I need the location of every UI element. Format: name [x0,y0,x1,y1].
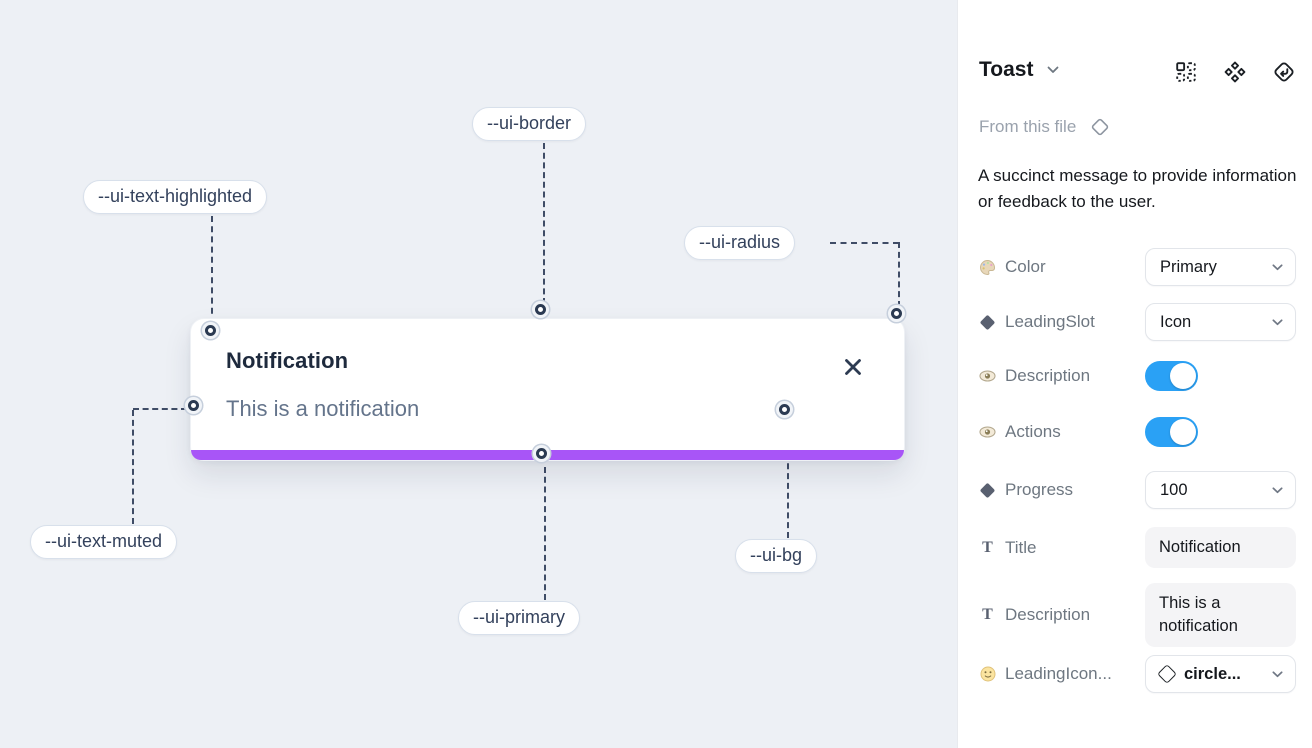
leadingicon-dropdown[interactable]: circle... [1145,655,1296,693]
node-radius[interactable] [891,308,902,319]
prop-label-progress: Progress [979,480,1073,500]
component-diamond-icon [1089,116,1111,138]
leadingslot-dropdown[interactable]: Icon [1145,303,1296,341]
smiley-icon [979,666,996,682]
node-text-highlighted[interactable] [205,325,216,336]
connector-bg [787,424,789,538]
label-ui-primary[interactable]: --ui-primary [458,601,580,635]
label-ui-text-muted[interactable]: --ui-text-muted [30,525,178,559]
text-icon: T [982,606,993,624]
prop-label-color: Color [979,257,1046,277]
chevron-down-icon [1272,486,1283,493]
color-dropdown[interactable]: Primary [1145,248,1296,286]
return-to-component-icon[interactable] [1273,61,1295,83]
connector-primary [544,467,546,600]
close-icon[interactable] [842,356,864,378]
eye-icon [979,370,996,382]
palette-icon [979,259,996,276]
connector-border [543,143,545,304]
prop-label-actions-toggle: Actions [979,422,1061,442]
component-description: A succinct message to provide informatio… [978,166,1297,212]
connector-text-muted-h [133,408,187,410]
prop-label-title: T Title [979,538,1036,558]
eye-icon [979,426,996,438]
toast-description: This is a notification [226,396,420,421]
toggle-knob [1170,363,1196,389]
node-bg[interactable] [779,404,790,415]
node-primary[interactable] [536,448,547,459]
toggle-knob [1170,419,1196,445]
description-toggle[interactable] [1145,361,1198,391]
connector-text-highlighted [211,216,213,324]
connector-radius-h [830,242,899,244]
component-diamonds-icon[interactable] [1224,61,1246,83]
diamond-icon [979,314,996,330]
prop-label-description-text: T Description [979,605,1090,625]
title-input[interactable]: Notification [1145,527,1296,569]
prop-label-description-toggle: Description [979,366,1090,386]
diamond-icon [979,482,996,498]
label-ui-radius[interactable]: --ui-radius [684,226,796,260]
toast-progress-bar [191,450,904,460]
actions-toggle[interactable] [1145,417,1198,447]
properties-panel: Toast [957,0,1312,748]
text-icon: T [982,538,993,556]
prop-label-leadingicon: LeadingIcon... [979,664,1112,684]
chevron-down-icon[interactable] [1047,66,1059,74]
source-label: From this file [979,117,1077,136]
icon-diamond-glyph [1157,664,1177,684]
panel-title: Toast [979,58,1034,81]
toast-title: Notification [226,348,349,373]
connector-text-muted-v [132,410,134,524]
chevron-down-icon [1272,670,1283,677]
chevron-down-icon [1272,318,1283,325]
prop-label-leadingslot: LeadingSlot [979,312,1095,332]
connector-radius-v [898,242,900,307]
label-ui-bg[interactable]: --ui-bg [735,539,818,573]
node-text-muted[interactable] [188,400,199,411]
progress-dropdown[interactable]: 100 [1145,471,1296,509]
toast-component[interactable]: Notification This is a notification [190,318,905,461]
description-input[interactable]: This is a notification [1145,583,1296,648]
node-border[interactable] [535,304,546,315]
component-picker-icon[interactable] [1175,61,1197,83]
label-ui-text-highlighted[interactable]: --ui-text-highlighted [83,180,268,214]
label-ui-border[interactable]: --ui-border [472,107,587,141]
design-canvas[interactable]: Notification This is a notification --ui… [0,0,957,748]
chevron-down-icon [1272,263,1283,270]
